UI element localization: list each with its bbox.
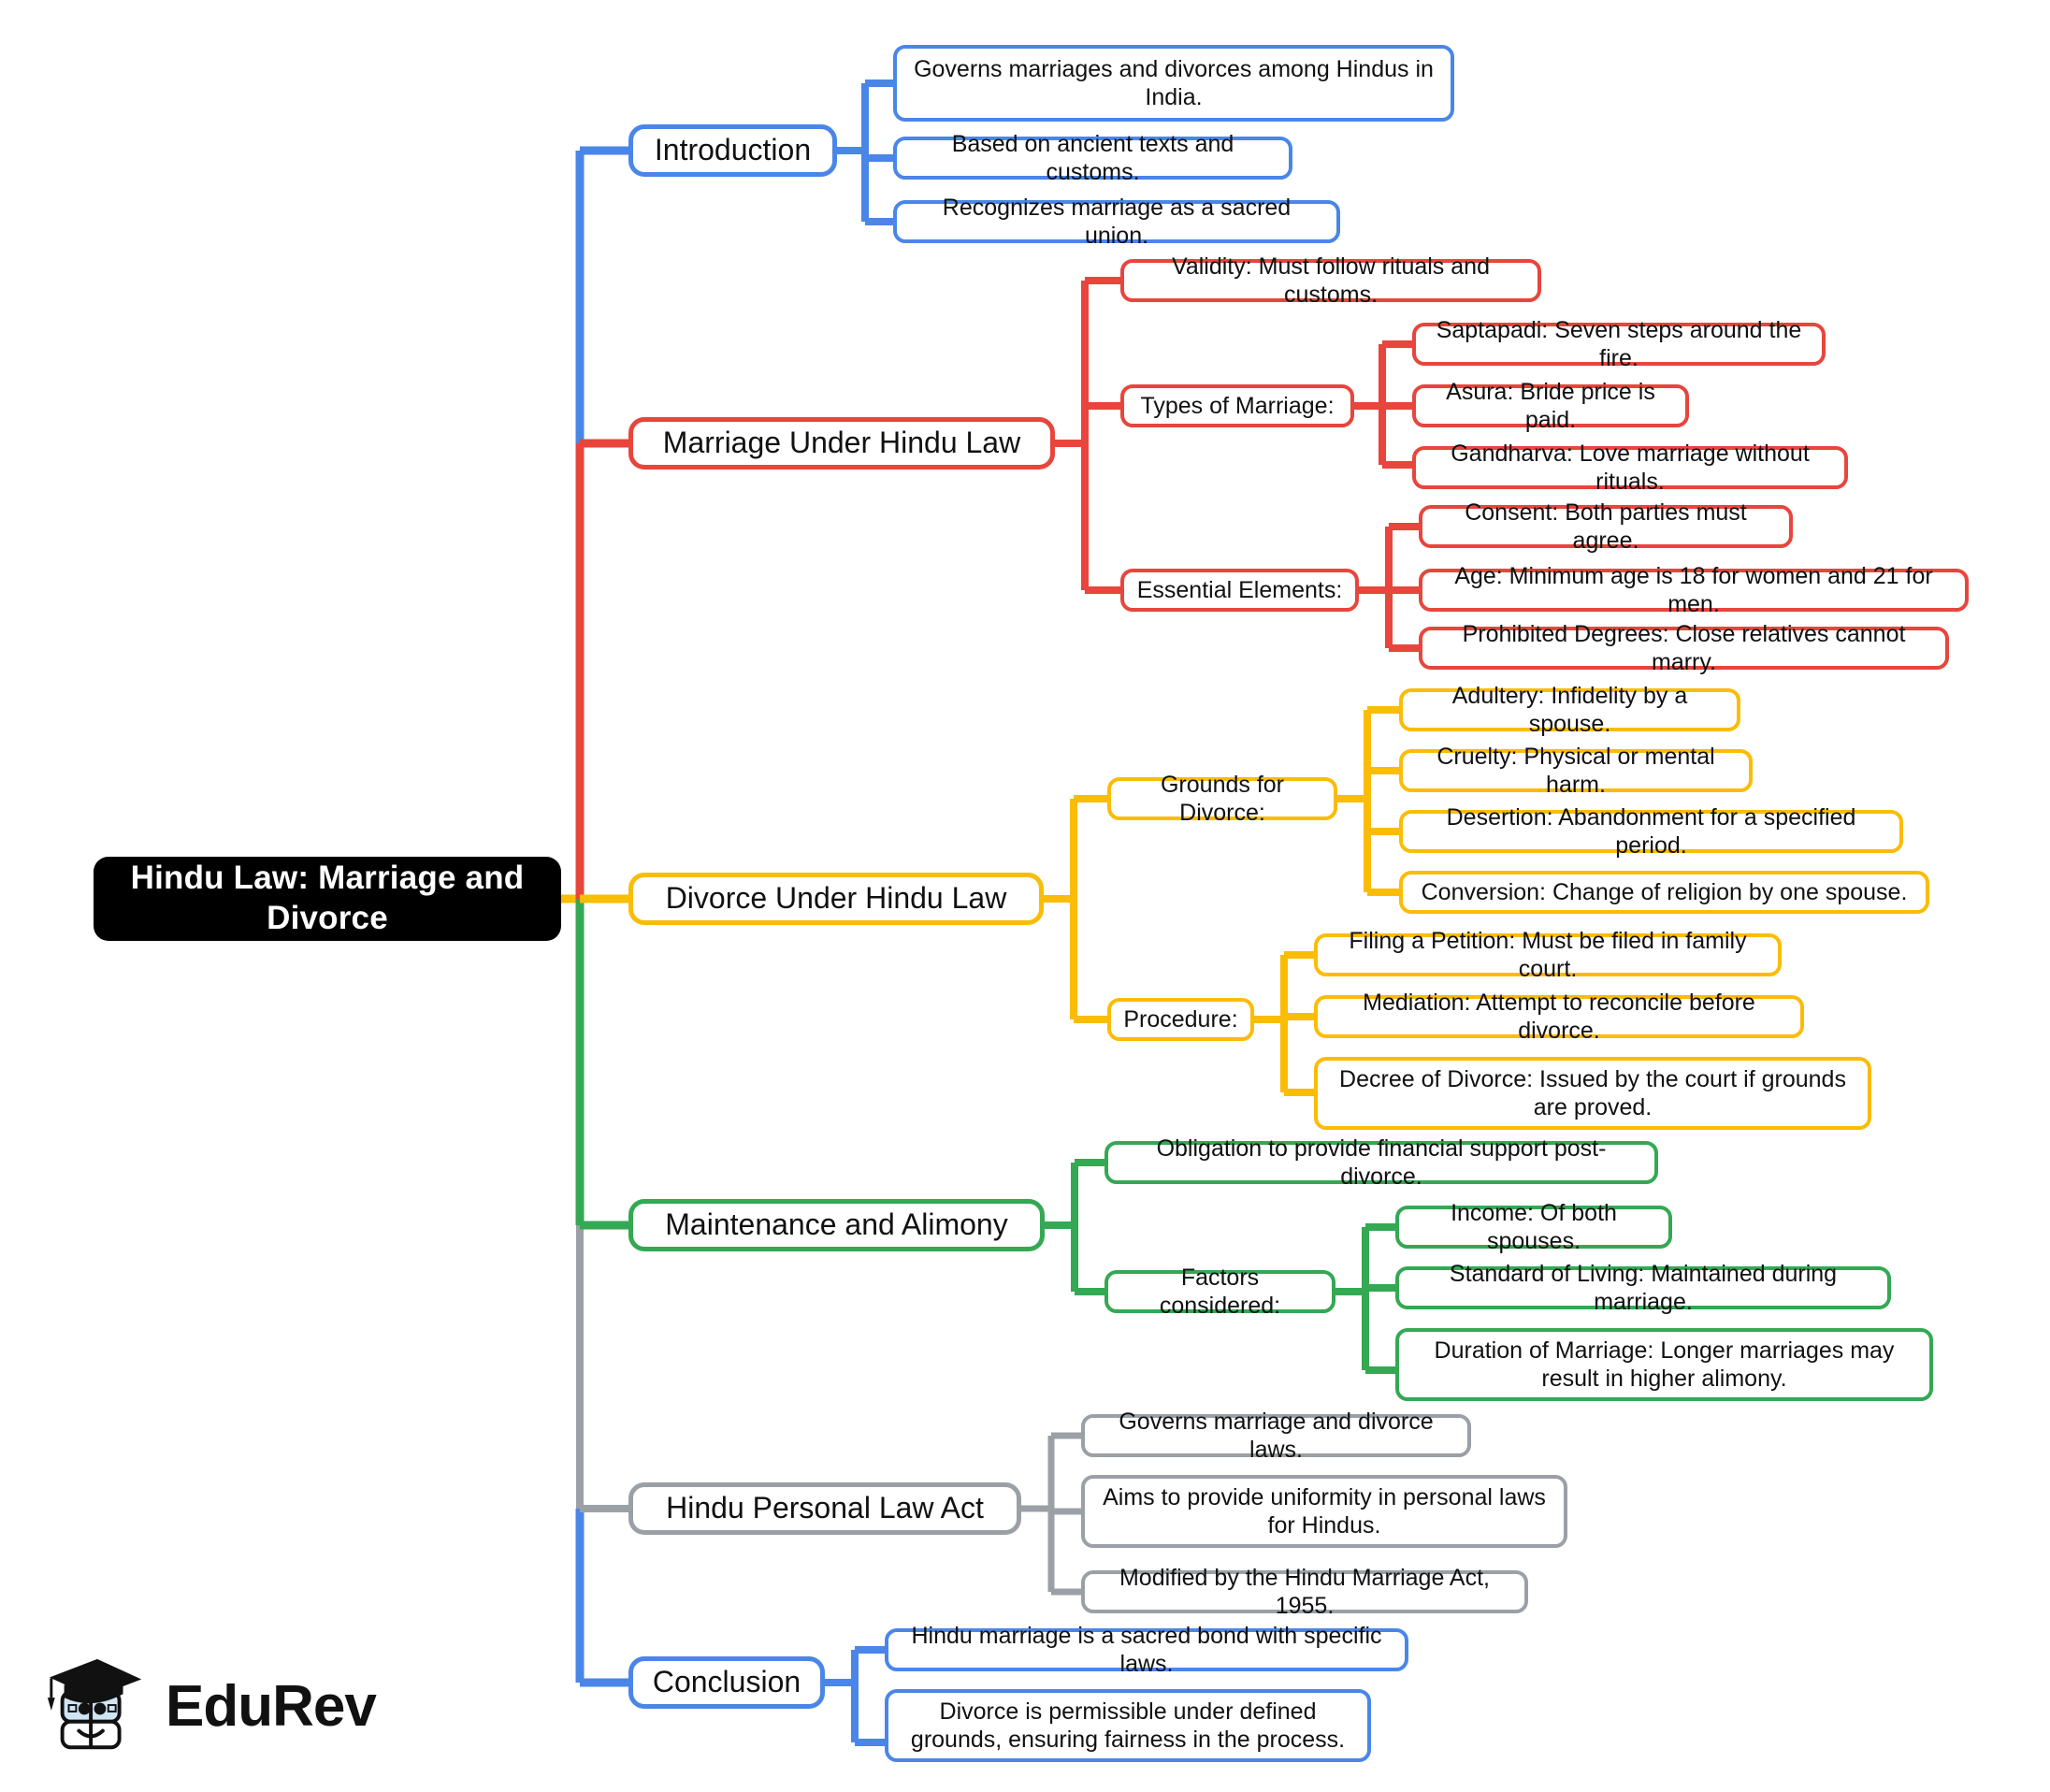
- leaf-node-essential-consent[interactable]: Consent: Both parties must agree.: [1419, 499, 1793, 554]
- branch-node-divorce-under-hindu-law[interactable]: Divorce Under Hindu Law: [628, 873, 1044, 925]
- leaf-node-grounds-desertion[interactable]: Desertion: Abandonment for a specified p…: [1399, 804, 1903, 859]
- branch-node-introduction[interactable]: Introduction: [628, 124, 837, 177]
- leaf-node-factors-duration-of-marriage[interactable]: Duration of Marriage: Longer marriages m…: [1395, 1328, 1933, 1401]
- leaf-node-types-gandharva[interactable]: Gandharva: Love marriage without rituals…: [1412, 441, 1848, 495]
- graduation-cap-book-mascot-icon: [47, 1658, 142, 1749]
- leaf-node-types-asura[interactable]: Asura: Bride price is paid.: [1412, 379, 1689, 433]
- leaf-node-hpla-uniformity[interactable]: Aims to provide uniformity in personal l…: [1081, 1475, 1567, 1548]
- branch-node-hindu-personal-law-act[interactable]: Hindu Personal Law Act: [628, 1482, 1021, 1535]
- subbranch-node-procedure[interactable]: Procedure:: [1107, 998, 1254, 1041]
- subbranch-node-grounds-for-divorce[interactable]: Grounds for Divorce:: [1107, 772, 1337, 826]
- leaf-node-introduction-1[interactable]: Governs marriages and divorces among Hin…: [893, 45, 1454, 122]
- leaf-node-grounds-conversion[interactable]: Conversion: Change of religion by one sp…: [1399, 871, 1929, 914]
- leaf-node-hpla-modified[interactable]: Modified by the Hindu Marriage Act, 1955…: [1081, 1565, 1528, 1619]
- leaf-node-hpla-governs[interactable]: Governs marriage and divorce laws.: [1081, 1409, 1471, 1463]
- leaf-node-conclusion-1[interactable]: Hindu marriage is a sacred bond with spe…: [885, 1623, 1408, 1677]
- branch-node-marriage-under-hindu-law[interactable]: Marriage Under Hindu Law: [628, 417, 1055, 470]
- leaf-node-maintenance-obligation[interactable]: Obligation to provide financial support …: [1104, 1135, 1658, 1190]
- leaf-node-essential-prohibited-degrees[interactable]: Prohibited Degrees: Close relatives cann…: [1419, 621, 1949, 675]
- leaf-node-conclusion-2[interactable]: Divorce is permissible under defined gro…: [885, 1689, 1371, 1762]
- leaf-node-grounds-adultery[interactable]: Adultery: Infidelity by a spouse.: [1399, 683, 1740, 737]
- root-node[interactable]: Hindu Law: Marriage and Divorce: [94, 857, 561, 941]
- leaf-node-marriage-validity[interactable]: Validity: Must follow rituals and custom…: [1120, 253, 1541, 308]
- leaf-node-introduction-2[interactable]: Based on ancient texts and customs.: [893, 131, 1292, 185]
- leaf-node-types-saptapadi[interactable]: Saptapadi: Seven steps around the fire.: [1412, 317, 1826, 371]
- leaf-node-grounds-cruelty[interactable]: Cruelty: Physical or mental harm.: [1399, 744, 1753, 798]
- edurev-wordmark: EduRev: [166, 1673, 377, 1739]
- leaf-node-factors-standard-of-living[interactable]: Standard of Living: Maintained during ma…: [1395, 1261, 1891, 1315]
- branch-node-maintenance-and-alimony[interactable]: Maintenance and Alimony: [628, 1199, 1045, 1251]
- subbranch-node-factors-considered[interactable]: Factors considered:: [1104, 1265, 1335, 1319]
- leaf-node-procedure-decree[interactable]: Decree of Divorce: Issued by the court i…: [1314, 1057, 1871, 1130]
- edurev-logo: EduRev: [42, 1648, 397, 1765]
- leaf-node-introduction-3[interactable]: Recognizes marriage as a sacred union.: [893, 195, 1340, 249]
- subbranch-node-types-of-marriage[interactable]: Types of Marriage:: [1120, 384, 1354, 427]
- branch-node-conclusion[interactable]: Conclusion: [628, 1656, 825, 1709]
- leaf-node-procedure-mediation[interactable]: Mediation: Attempt to reconcile before d…: [1314, 990, 1804, 1044]
- leaf-node-factors-income[interactable]: Income: Of both spouses.: [1395, 1200, 1672, 1254]
- leaf-node-procedure-filing-petition[interactable]: Filing a Petition: Must be filed in fami…: [1314, 928, 1782, 982]
- leaf-node-essential-age[interactable]: Age: Minimum age is 18 for women and 21 …: [1419, 563, 1969, 617]
- subbranch-node-essential-elements[interactable]: Essential Elements:: [1120, 569, 1359, 612]
